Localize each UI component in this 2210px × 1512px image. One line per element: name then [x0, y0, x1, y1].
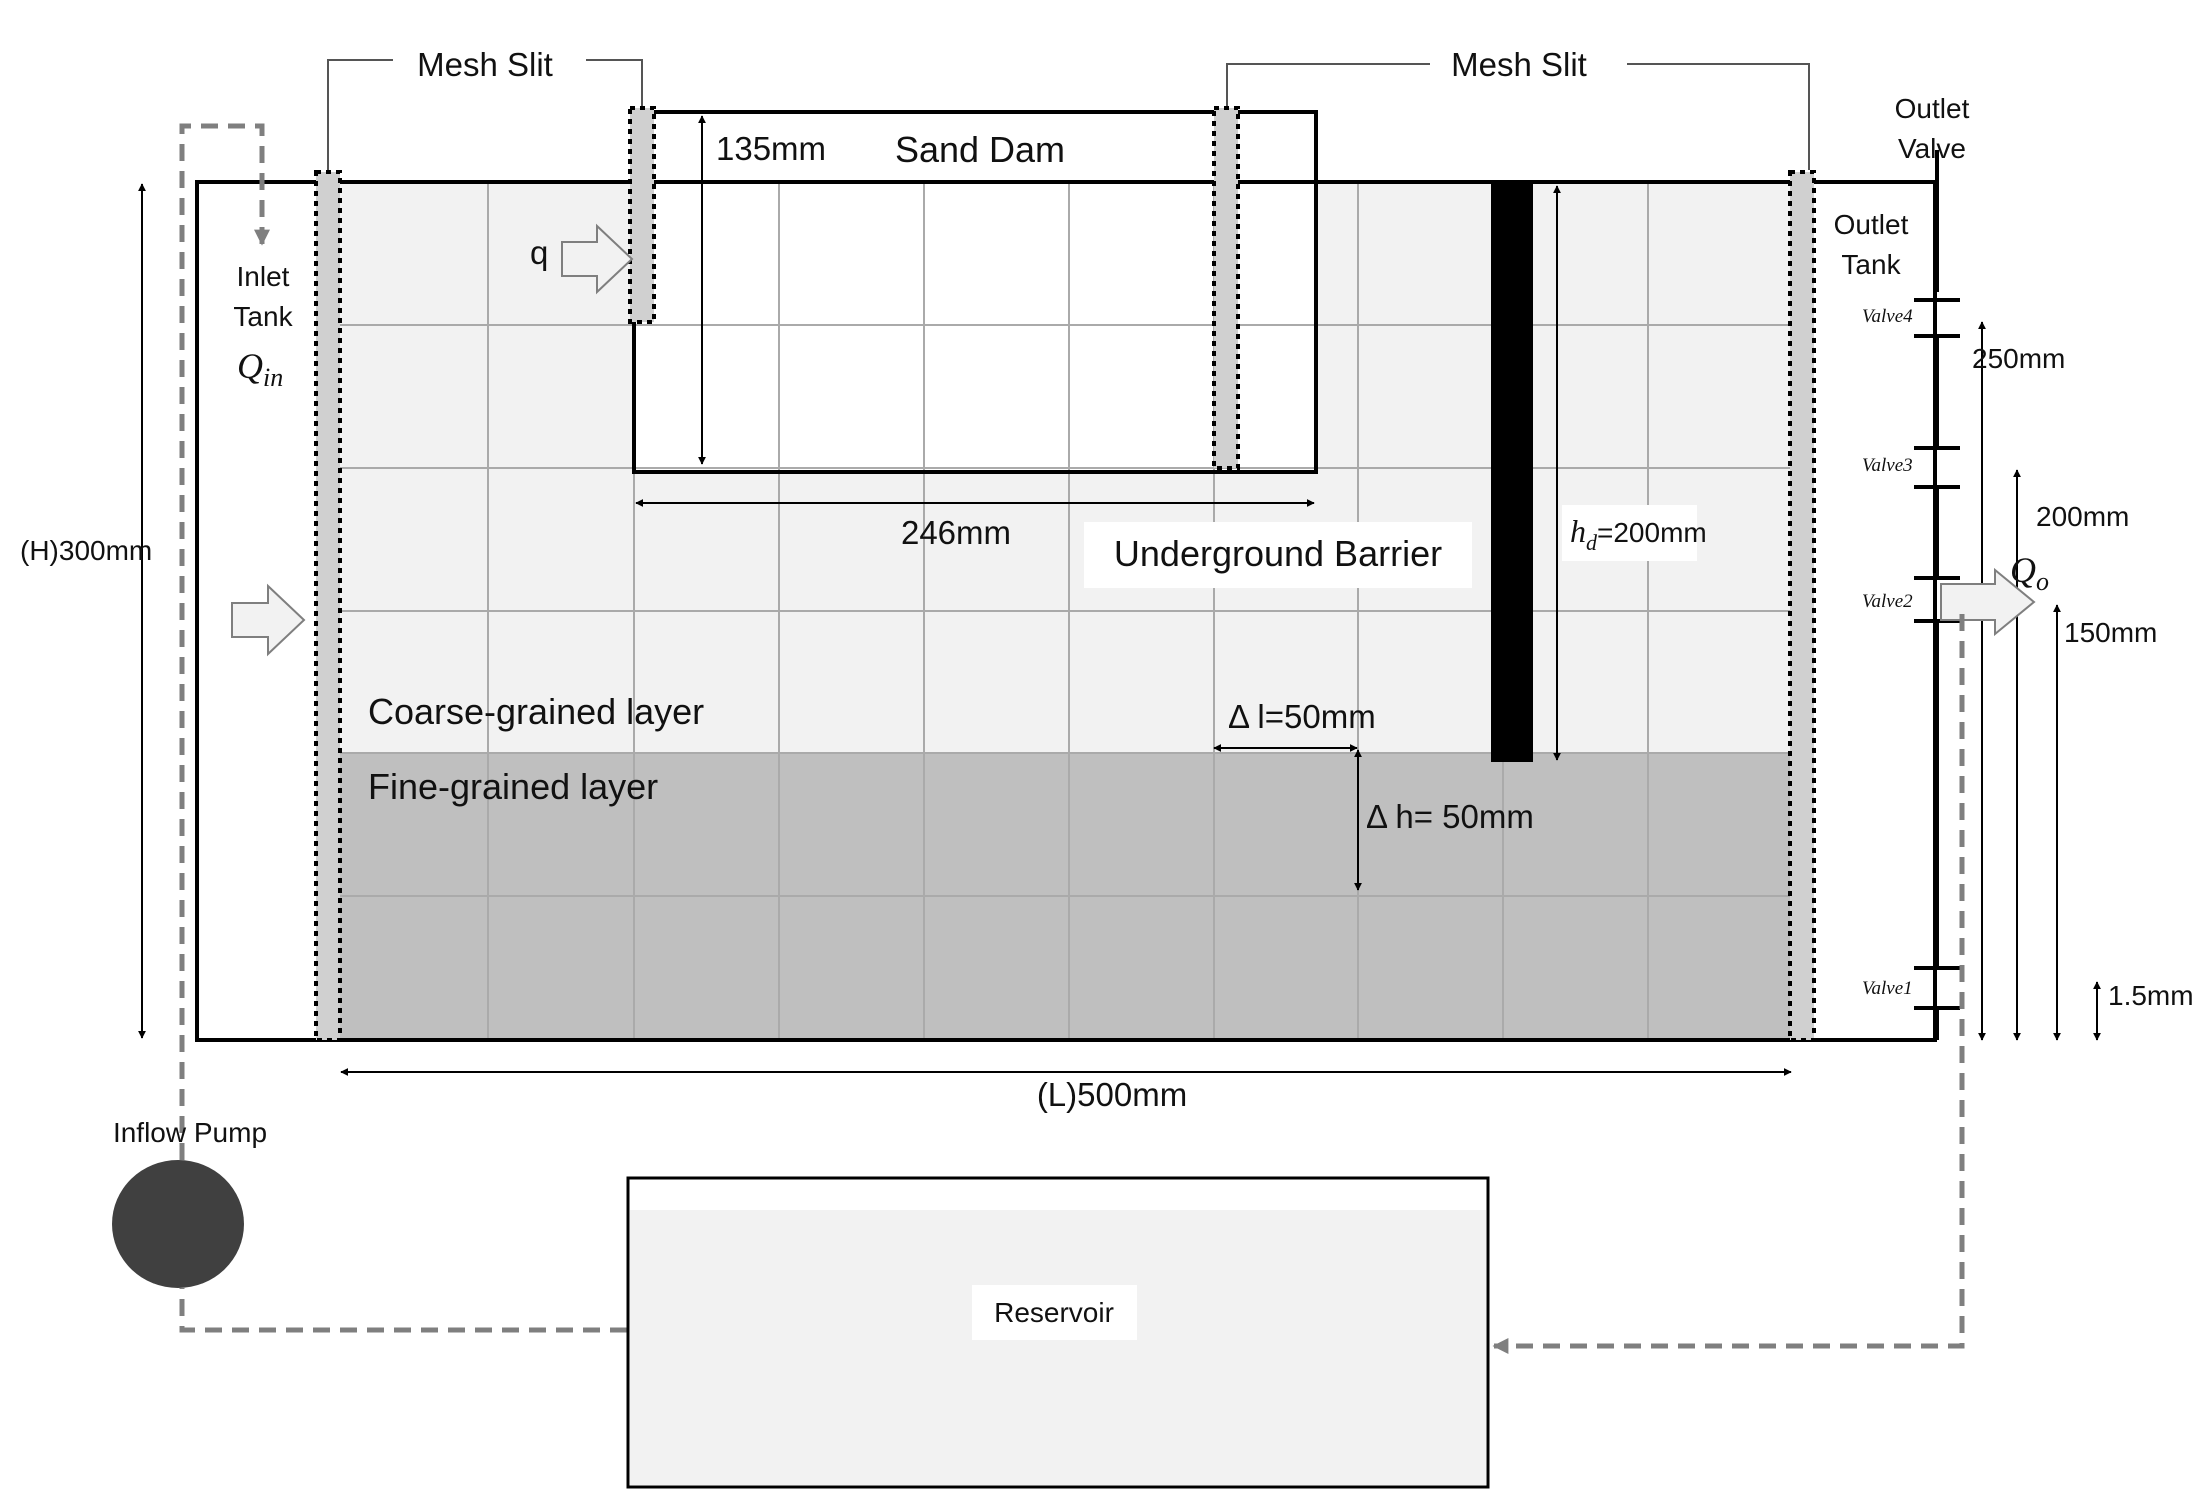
inflow-arrow-q — [561, 223, 634, 295]
reservoir-water — [630, 1210, 1486, 1485]
mesh-slit-leader-left — [327, 59, 643, 170]
barrier-height-main: h — [1570, 513, 1586, 549]
dim-250mm-label: 250mm — [1972, 343, 2065, 374]
dim-150mm-label: 150mm — [2064, 617, 2157, 648]
pipe-outlet-to-reservoir — [1492, 614, 1965, 1354]
inflow-pump — [112, 1160, 244, 1288]
mesh-slit-label-right: Mesh Slit — [1451, 46, 1587, 83]
underground-barrier — [1491, 182, 1533, 762]
mesh-slit-label-left: Mesh Slit — [417, 46, 553, 83]
dam-length-label: 246mm — [901, 514, 1011, 551]
coarse-layer-label: Coarse-grained layer — [368, 691, 704, 732]
inlet-flow-main: Q — [237, 346, 263, 386]
reservoir-label-bg — [972, 1285, 1137, 1340]
valve3-label: Valve3 — [1862, 455, 1913, 476]
inflow-pump-label: Inflow Pump — [113, 1117, 267, 1148]
outlet-tank-label-line1: Outlet — [1834, 209, 1909, 240]
mesh-slit-dam-left — [628, 106, 656, 324]
reservoir-label: Reservoir — [994, 1297, 1114, 1328]
valve4-label: Valve4 — [1862, 306, 1913, 327]
inlet-flow-label: Qin — [237, 346, 283, 392]
barrier-height-label-bg — [1562, 505, 1697, 561]
outflow-sub: o — [2036, 567, 2049, 596]
main-tank — [195, 180, 1937, 1042]
barrier-height-sub: d — [1586, 530, 1598, 555]
outlet-tank-label-line2: Tank — [1841, 249, 1901, 280]
inlet-flow-sub: in — [263, 363, 283, 392]
length-total-label: (L)500mm — [1037, 1076, 1187, 1113]
outflow-main: Q — [2010, 550, 2036, 590]
height-total-label: (H)300mm — [20, 535, 152, 566]
mesh-slit-outlet — [1788, 170, 1816, 1042]
outlet-valve-column — [1914, 150, 1960, 1040]
mesh-slit-leader-right — [1226, 63, 1810, 170]
valve1-label: Valve1 — [1862, 978, 1913, 999]
outlet-valve-label-line2: Valve — [1898, 133, 1966, 164]
valve2-label: Valve2 — [1862, 591, 1913, 612]
underground-barrier-label-bg — [1084, 522, 1472, 588]
delta-h-label: Δ h= 50mm — [1366, 798, 1534, 835]
pipe-reservoir-to-pump — [179, 1288, 627, 1333]
underground-barrier-label: Underground Barrier — [1114, 533, 1442, 574]
dim-200mm-label: 200mm — [2036, 501, 2129, 532]
dam-height-label: 135mm — [716, 130, 826, 167]
dim-1-5mm-label: 1.5mm — [2108, 980, 2194, 1011]
inflow-q-label: q — [530, 234, 548, 271]
barrier-height-value: =200mm — [1597, 517, 1707, 548]
sand-dam-label: Sand Dam — [895, 129, 1065, 170]
outlet-valve-label-line1: Outlet — [1895, 93, 1970, 124]
pipe-pump-to-inlet — [179, 123, 270, 1160]
inlet-tank-label-line1: Inlet — [237, 261, 290, 292]
sand-dam-body — [634, 182, 1316, 472]
barrier-height-label: hd=200mm — [1570, 513, 1707, 555]
mesh-slit-dam-right — [1212, 106, 1240, 470]
inlet-tank-arrow — [231, 583, 306, 657]
fine-layer-label: Fine-grained layer — [368, 766, 658, 807]
delta-l-label: Δ l=50mm — [1228, 698, 1376, 735]
mesh-slit-inlet — [314, 170, 342, 1042]
outflow-label: Qo — [2010, 550, 2049, 596]
inlet-tank-label-line2: Tank — [233, 301, 293, 332]
